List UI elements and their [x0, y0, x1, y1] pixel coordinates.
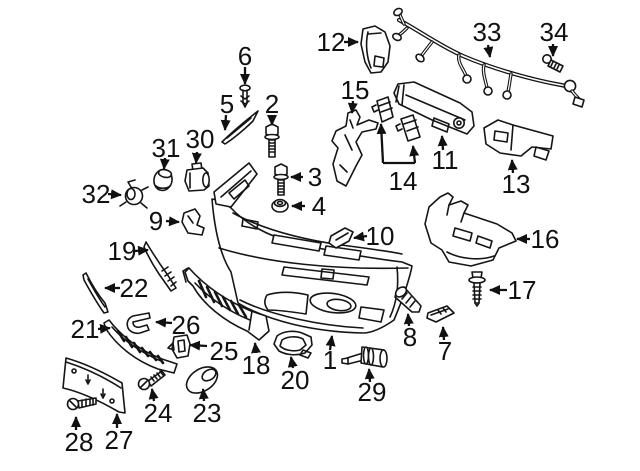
callout-5[interactable]: 5: [220, 89, 234, 119]
callout-2[interactable]: 2: [265, 89, 279, 119]
callout-32[interactable]: 32: [82, 179, 111, 209]
callout-4[interactable]: 4: [312, 191, 326, 221]
part-6-expansion-rivet: [239, 84, 251, 108]
part-14-clips: [371, 96, 421, 142]
part-4-flange-nut: [271, 198, 289, 213]
callout-1-arrow: [325, 335, 336, 351]
callout-29[interactable]: 29: [358, 377, 387, 407]
callout-25[interactable]: 25: [210, 336, 239, 366]
callout-11-arrow: [437, 135, 448, 151]
callout-3[interactable]: 3: [308, 162, 322, 192]
callout-31-arrow: [159, 157, 170, 170]
callout-8-arrow: [403, 313, 414, 327]
part-13-bracket: [483, 119, 554, 161]
callout-14-arrow: [409, 145, 420, 164]
callout-26-arrow: [155, 317, 173, 328]
part-28-screw: [66, 397, 97, 411]
part-24-screw: [137, 370, 166, 391]
callout-25-arrow: [189, 340, 208, 351]
callout-33-arrow: [483, 44, 494, 58]
callout-10[interactable]: 10: [366, 221, 395, 251]
callout-9[interactable]: 9: [149, 206, 163, 236]
part-19-molding-strip: [143, 241, 177, 292]
callout-14[interactable]: 14: [389, 166, 418, 196]
part-15-side-support: [331, 109, 379, 187]
callout-30-arrow: [191, 151, 202, 164]
callout-19-arrow: [134, 245, 149, 256]
callout-26[interactable]: 26: [172, 310, 201, 340]
callout-19[interactable]: 19: [108, 236, 137, 266]
callout-15-arrow: [347, 100, 358, 114]
part-5-trim-strip: [221, 110, 259, 145]
callout-7[interactable]: 7: [438, 336, 452, 366]
parts-artwork: [62, 7, 585, 414]
callout-12[interactable]: 12: [317, 27, 346, 57]
part-16-center-mount: [424, 192, 517, 267]
callout-33[interactable]: 33: [473, 17, 502, 47]
callout-18-arrow: [251, 342, 261, 354]
callout-22[interactable]: 22: [120, 273, 149, 303]
callout-34[interactable]: 34: [540, 17, 569, 47]
part-25-clip: [167, 334, 191, 359]
part-30-parking-sensor: [184, 162, 211, 192]
callout-20-arrow: [287, 356, 298, 369]
part-8-plug: [394, 286, 422, 313]
callout-32-arrow: [107, 189, 122, 200]
callout-24-arrow: [148, 388, 159, 402]
callout-13-arrow: [507, 159, 518, 174]
callout-8[interactable]: 8: [403, 322, 417, 352]
callout-24[interactable]: 24: [144, 398, 173, 428]
part-17-screw: [468, 271, 486, 307]
callout-23-arrow: [198, 388, 209, 402]
part-33-wiring-harness: [391, 7, 585, 108]
part-27-license-filler-panel: [62, 357, 126, 414]
callout-31[interactable]: 31: [152, 133, 181, 163]
part-23-trim-tube: [185, 366, 219, 394]
callout-13[interactable]: 13: [502, 169, 531, 199]
part-9-bracket: [181, 208, 205, 236]
callout-7-arrow: [438, 326, 449, 341]
callout-23[interactable]: 23: [193, 398, 222, 428]
part-32-sensor-mount: [119, 179, 149, 209]
callout-16[interactable]: 16: [531, 224, 560, 254]
part-7-trim-piece: [426, 305, 455, 323]
part-1-bumper-cover: [211, 162, 413, 334]
callout-21-arrow: [97, 323, 111, 334]
callout-18[interactable]: 18: [242, 350, 271, 380]
callout-29-arrow: [364, 368, 375, 383]
part-26-clip: [126, 312, 151, 335]
callout-6[interactable]: 6: [238, 41, 252, 71]
callout-20[interactable]: 20: [281, 365, 310, 395]
part-22-molding-strip: [82, 272, 109, 314]
part-11-impact-absorber: [393, 81, 475, 135]
part-20-bracket-frame: [273, 330, 313, 359]
callout-28[interactable]: 28: [65, 427, 94, 457]
callout-1[interactable]: 1: [323, 345, 337, 375]
callout-30[interactable]: 30: [186, 124, 215, 154]
part-2-bolt: [264, 123, 280, 158]
callout-21[interactable]: 21: [71, 314, 100, 344]
part-3-bolt: [273, 163, 289, 196]
callout-11[interactable]: 11: [432, 145, 459, 175]
callout-17[interactable]: 17: [508, 275, 537, 305]
part-34-screw: [541, 53, 564, 73]
callout-5-arrow: [220, 114, 231, 131]
part-31-grommet: [153, 168, 173, 192]
part-29-sensor: [341, 346, 388, 368]
callout-15[interactable]: 15: [341, 75, 370, 105]
part-10-clip: [328, 227, 354, 249]
callout-27[interactable]: 27: [105, 425, 134, 455]
part-18-center-grille: [182, 267, 270, 341]
callout-14-arrow: [376, 123, 387, 164]
part-21-side-grille: [103, 319, 178, 374]
callout-10-arrow: [353, 231, 368, 242]
part-12-bracket: [360, 25, 391, 74]
callout-9-arrow: [165, 216, 180, 227]
